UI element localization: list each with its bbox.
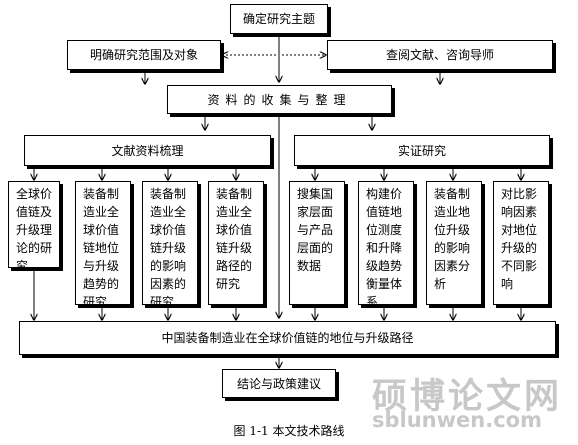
node-left-item-3: 装备制造业全球价值链升级的影响因素的研究 <box>142 181 198 309</box>
node-left-item-4: 装备制造业全球价值链升级路径的研究 <box>208 181 264 305</box>
node-data-collection: 资料的收集与整理 <box>167 85 392 114</box>
node-right-item-2: 构建价值链地位测度和升降级趋势衡量体系 <box>358 181 414 309</box>
watermark-chinese: 硕博论文网 <box>372 377 563 417</box>
node-synthesis: 中国装备制造业在全球价值链的地位与升级路径 <box>19 321 556 355</box>
node-research-topic: 确定研究主题 <box>230 4 328 34</box>
node-left-item-2: 装备制造业全球价值链地位与升级趋势的研究 <box>75 181 131 309</box>
node-literature-consult: 查阅文献、咨询导师 <box>327 40 553 70</box>
figure-caption: 图 1-1 本文技术路线 <box>233 424 345 438</box>
node-define-scope: 明确研究范围及对象 <box>67 40 221 70</box>
watermark-url: sblunwen.com <box>372 408 542 432</box>
node-left-item-1: 全球价值链及升级理论的研究 <box>8 181 60 273</box>
node-literature-review: 文献资料梳理 <box>24 135 271 166</box>
node-right-item-4: 对比影响因素对地位升级的不同影响 <box>493 181 549 305</box>
node-conclusion: 结论与政策建议 <box>222 369 336 398</box>
node-empirical-study: 实证研究 <box>294 135 550 166</box>
node-right-item-1: 搜集国家层面与产品层面的数据 <box>289 181 345 305</box>
node-right-item-3: 装备制造业地位升级的影响因素分析 <box>426 181 482 305</box>
